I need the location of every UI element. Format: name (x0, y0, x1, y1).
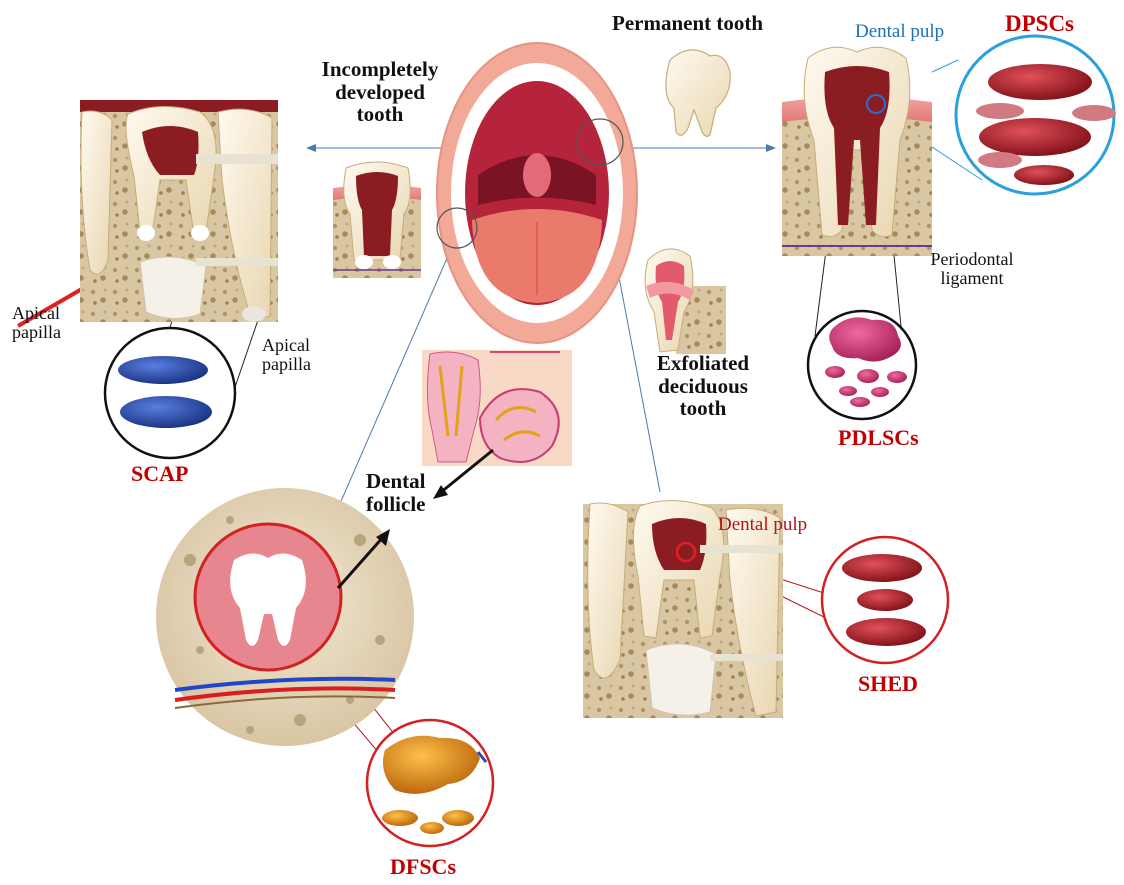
label-dpscs: DPSCs (1005, 12, 1074, 37)
label-incompletely-developed-tooth: Incompletely developed tooth (290, 58, 470, 126)
label-permanent-tooth: Permanent tooth (612, 12, 763, 35)
label-incompletely-line2: developed (290, 81, 470, 104)
pdlsc-cell-cluster (808, 311, 916, 419)
label-apical-right-line2: papilla (262, 355, 311, 374)
label-exfoliated-line1: Exfoliated (628, 352, 778, 375)
label-dental-pulp-top: Dental pulp (855, 22, 944, 43)
arrowhead-right-icon (766, 144, 776, 152)
label-apical-left-line2: papilla (12, 323, 61, 342)
incomplete-tooth-thumbnail (333, 160, 421, 278)
label-apical-left-line1: Apical (12, 304, 61, 323)
label-scap: SCAP (131, 462, 188, 486)
label-apical-papilla-left: Apical papilla (12, 304, 61, 343)
label-dental-pulp-shed: Dental pulp (718, 515, 807, 536)
incomplete-tooth-cross-section (80, 100, 278, 322)
label-apical-right-line1: Apical (262, 336, 311, 355)
scap-cell-cluster (105, 328, 235, 458)
connector-scap-right (234, 320, 258, 390)
label-apical-papilla-right: Apical papilla (262, 336, 311, 375)
dental-follicle-cross-section (422, 350, 572, 466)
label-dental-follicle: Dental follicle (366, 470, 426, 515)
label-incompletely-line3: tooth (290, 103, 470, 126)
label-periodontal-line2: ligament (912, 269, 1032, 288)
permanent-tooth-cross-section (782, 42, 932, 256)
label-exfoliated-line2: deciduous (628, 375, 778, 398)
label-dfscs: DFSCs (390, 855, 456, 879)
label-shed: SHED (858, 672, 918, 696)
label-periodontal-ligament: Periodontal ligament (912, 250, 1032, 289)
permanent-tooth-icon (666, 50, 730, 136)
dental-follicle-zoom (156, 488, 414, 746)
dfsc-cell-cluster (367, 720, 493, 846)
label-periodontal-line1: Periodontal (912, 250, 1032, 269)
label-exfoliated-line3: tooth (628, 397, 778, 420)
label-incompletely-line1: Incompletely (290, 58, 470, 81)
deciduous-tooth-thumbnail (645, 249, 726, 354)
arrowhead-left-icon (306, 144, 316, 152)
dpsc-cell-cluster (956, 36, 1116, 194)
shed-cell-cluster (822, 537, 948, 663)
label-follicle-line2: follicle (366, 493, 426, 516)
label-follicle-line1: Dental (366, 470, 426, 493)
label-pdlscs: PDLSCs (838, 426, 919, 450)
label-exfoliated-deciduous-tooth: Exfoliated deciduous tooth (628, 352, 778, 420)
